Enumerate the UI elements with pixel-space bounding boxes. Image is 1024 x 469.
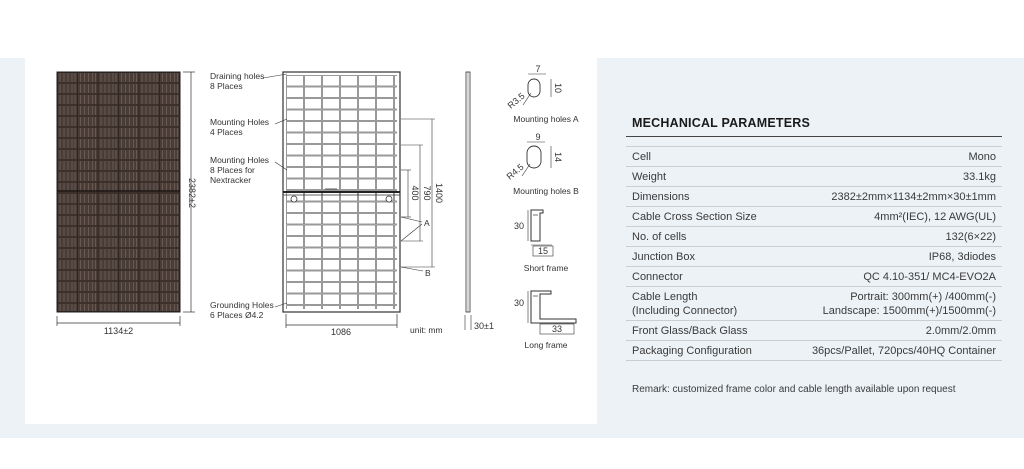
param-row: Cable Cross Section Size 4mm²(IEC), 12 A… <box>626 207 1002 227</box>
param-value: 132(6×22) <box>945 231 996 243</box>
callout-mounting8-sub1: 8 Places for <box>210 165 255 175</box>
mounting-hole-b: 9 14 R4.5 Mounting holes B <box>505 132 580 196</box>
dim-400-label: 400 <box>410 185 420 200</box>
hole-b-radius: R4.5 <box>505 162 526 182</box>
callout-mounting8: Mounting Holes <box>210 155 269 165</box>
front-view: 1134±2 2382±2 <box>56 71 197 336</box>
param-value: Portrait: 300mm(+) /400mm(-) Landscape: … <box>822 291 996 317</box>
param-label: Dimensions <box>632 191 690 203</box>
param-row: Weight 33.1kg <box>626 167 1002 187</box>
drawing-card: 1134±2 2382±2 1086 400 <box>25 27 597 424</box>
callout-grounding: Grounding Holes <box>210 300 274 310</box>
rear-view: 1086 400 790 1400 A B unit: mm <box>282 71 444 337</box>
label-a: A <box>424 218 430 228</box>
param-value: 36pcs/Pallet, 720pcs/40HQ Container <box>811 345 996 357</box>
hole-a-radius: R3.5 <box>506 91 527 111</box>
long-frame-height: 30 <box>514 298 524 308</box>
hole-a-width: 7 <box>535 64 540 74</box>
param-value: 2382±2mm×1134±2mm×30±1mm <box>831 191 996 203</box>
mechanical-parameters-table: MECHANICAL PARAMETERS Cell Mono Weight 3… <box>626 112 1002 361</box>
dim-790-label: 790 <box>422 185 432 200</box>
short-frame-caption: Short frame <box>524 263 569 273</box>
param-row: Front Glass/Back Glass 2.0mm/2.0mm <box>626 321 1002 341</box>
label-b: B <box>425 268 431 278</box>
long-frame-profile: 30 33 Long frame <box>514 290 577 350</box>
param-label: Cable Cross Section Size <box>632 211 757 223</box>
param-label: Cable Length (Including Connector) <box>632 291 738 317</box>
param-value: 33.1kg <box>962 171 996 183</box>
callout-mounting4-sub: 4 Places <box>210 127 243 137</box>
param-value: 4mm²(IEC), 12 AWG(UL) <box>874 211 996 223</box>
remark-text: Remark: customized frame color and cable… <box>632 384 956 395</box>
mounting-hole-a: 7 10 R3.5 Mounting holes A <box>506 64 579 124</box>
short-frame-height: 30 <box>514 221 524 231</box>
callout-draining: Draining holes <box>210 71 264 81</box>
front-width-label: 1134±2 <box>104 326 133 336</box>
callouts: Draining holes 8 Places Mounting Holes 4… <box>210 71 288 320</box>
hole-b-height: 14 <box>553 152 563 162</box>
mechanical-parameters-title: MECHANICAL PARAMETERS <box>626 112 1002 137</box>
short-frame-width: 15 <box>538 246 548 256</box>
front-height-label: 2382±2 <box>187 178 197 208</box>
hole-b-width: 9 <box>535 132 540 142</box>
callout-grounding-sub: 6 Places Ø4.2 <box>210 310 264 320</box>
param-row: No. of cells 132(6×22) <box>626 227 1002 247</box>
callout-mounting4: Mounting Holes <box>210 117 269 127</box>
param-row: Junction Box IP68, 3diodes <box>626 247 1002 267</box>
side-thickness-label: 30±1 <box>474 321 494 331</box>
callout-mounting8-sub2: Nextracker <box>210 175 251 185</box>
hole-a-caption: Mounting holes A <box>513 114 579 124</box>
hole-b-caption: Mounting holes B <box>513 186 579 196</box>
param-value: QC 4.10-351/ MC4-EVO2A <box>863 271 996 283</box>
param-row: Cell Mono <box>626 146 1002 167</box>
param-row: Packaging Configuration 36pcs/Pallet, 72… <box>626 341 1002 361</box>
long-frame-caption: Long frame <box>525 340 568 350</box>
side-view: 30±1 <box>464 71 494 331</box>
param-value: 2.0mm/2.0mm <box>925 325 996 337</box>
param-label: Cell <box>632 151 651 163</box>
param-label: Junction Box <box>632 251 695 263</box>
unit-label: unit: mm <box>410 325 443 335</box>
param-value: IP68, 3diodes <box>928 251 996 263</box>
param-value: Mono <box>968 151 996 163</box>
dim-1400-label: 1400 <box>434 183 444 203</box>
module-drawing: 1134±2 2382±2 1086 400 <box>56 64 580 350</box>
param-row: Dimensions 2382±2mm×1134±2mm×30±1mm <box>626 187 1002 207</box>
param-row: Connector QC 4.10-351/ MC4-EVO2A <box>626 267 1002 287</box>
hole-a-height: 10 <box>553 83 563 93</box>
rear-width-label: 1086 <box>331 327 351 337</box>
param-label: No. of cells <box>632 231 687 243</box>
short-frame-profile: 30 15 Short frame <box>514 209 569 273</box>
param-label: Connector <box>632 271 683 283</box>
param-label: Weight <box>632 171 667 183</box>
long-frame-width: 33 <box>552 324 562 334</box>
callout-draining-sub: 8 Places <box>210 81 243 91</box>
param-row: Cable Length (Including Connector) Portr… <box>626 287 1002 321</box>
param-label: Packaging Configuration <box>632 345 752 357</box>
param-label: Front Glass/Back Glass <box>632 325 748 337</box>
